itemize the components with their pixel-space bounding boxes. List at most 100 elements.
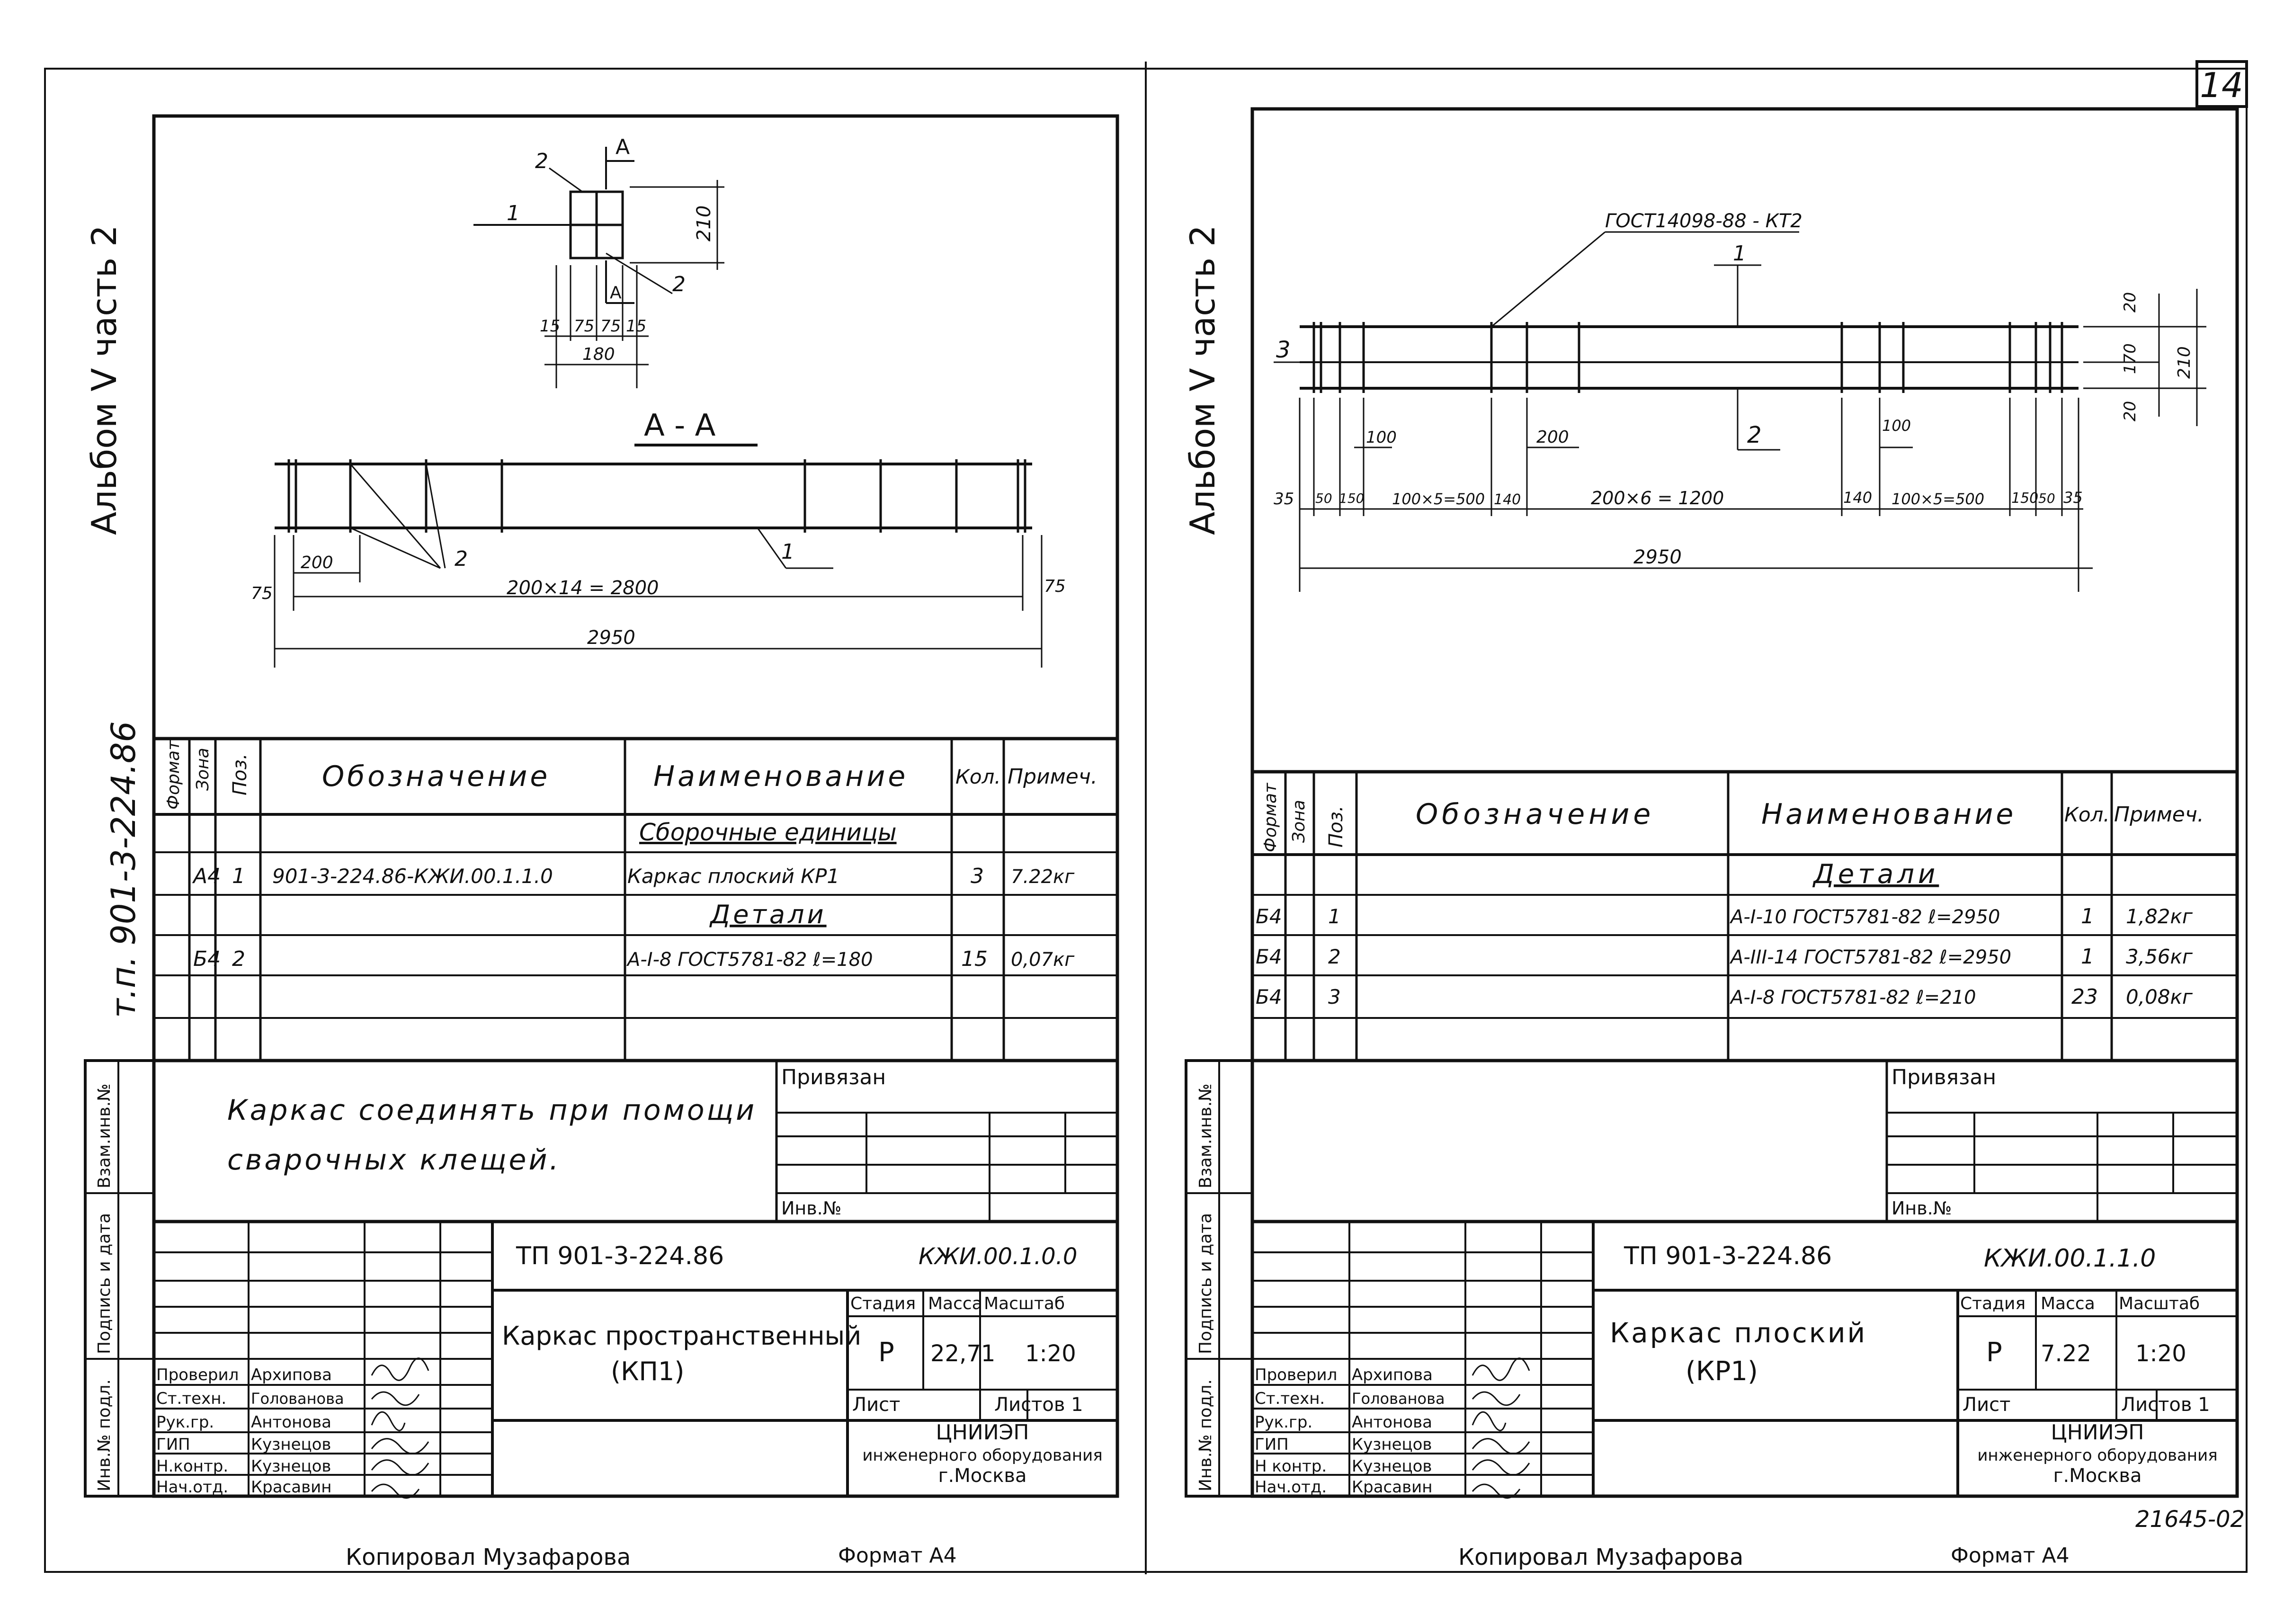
- left-row2-note: 0,07кг: [1011, 949, 1075, 971]
- left-role-5: Н.контр.: [156, 1457, 228, 1476]
- left-name-5: Кузнецов: [251, 1457, 331, 1476]
- right-dim-170: 170: [2121, 343, 2140, 374]
- right-dim-500b: 100×5=500: [1892, 490, 1984, 508]
- right-name-6: Красавин: [1352, 1478, 1432, 1497]
- left-tb-stage: Р: [878, 1337, 894, 1368]
- right-tb-scale-h: Масштаб: [2119, 1294, 2200, 1313]
- left-th-pos: Поз.: [229, 753, 251, 795]
- left-copied: Копировал Музафарова: [346, 1544, 631, 1570]
- left-dim-75a: 75: [574, 317, 594, 336]
- left-dim-180: 180: [582, 345, 615, 364]
- right-th-designation: Обозначение: [1416, 798, 1654, 831]
- left-tb-org3: г.Москва: [938, 1465, 1027, 1487]
- left-tb-sheets: Листов 1: [994, 1394, 1083, 1416]
- left-th-qty: Кол.: [955, 765, 1001, 788]
- left-row1-pos: 1: [232, 864, 245, 888]
- right-role-3: Рук.гр.: [1255, 1413, 1312, 1432]
- right-dim-200: 200: [1536, 428, 1569, 447]
- right-title-block: [1252, 1222, 2237, 1496]
- right-label-gost: ГОСТ14098-88 - КТ2: [1605, 210, 1802, 232]
- right-name-3: Антонова: [1352, 1413, 1432, 1432]
- right-label-pos3: 3: [1276, 337, 1291, 363]
- right-row2-format: Б4: [1256, 945, 1282, 968]
- left-label-pos1a: 1: [507, 201, 520, 225]
- right-row3-qty: 23: [2071, 985, 2098, 1009]
- right-dim-210: 210: [2175, 346, 2194, 379]
- right-inv-no: Инв.№: [1892, 1198, 1952, 1219]
- left-stamp-inv: Инв.№ подл.: [95, 1379, 114, 1491]
- right-dim-140a: 140: [1494, 491, 1521, 508]
- left-row1-note: 7.22кг: [1011, 866, 1075, 888]
- right-th-qty: Кол.: [2064, 803, 2110, 826]
- left-section-assemblies: Сборочные единицы: [639, 819, 897, 846]
- right-row3-format: Б4: [1256, 985, 1282, 1008]
- right-row3-pos: 3: [1328, 985, 1341, 1008]
- left-section-title: А - А: [644, 408, 716, 443]
- right-dim-35a: 35: [1274, 490, 1294, 509]
- right-dim-35b: 35: [2063, 489, 2083, 507]
- left-signatures: [371, 1357, 429, 1499]
- right-tb-org2: инженерного оборудования: [1977, 1446, 2217, 1465]
- right-plane-frame: [1274, 231, 2206, 592]
- left-tb-name1: Каркас пространственный: [502, 1321, 861, 1351]
- right-privyazan-block: [1252, 1061, 2237, 1223]
- right-section-details: Детали: [1812, 859, 1939, 890]
- left-tb-scale-h: Масштаб: [984, 1294, 1065, 1313]
- page-number: 14: [2200, 65, 2243, 105]
- left-dim-15a: 15: [540, 317, 560, 336]
- left-row1-designation: 901-3-224.86-КЖИ.00.1.1.0: [272, 865, 553, 888]
- right-name-4: Кузнецов: [1352, 1435, 1432, 1454]
- left-tb-scale: 1:20: [1025, 1340, 1076, 1367]
- left-privyazan: Привязан: [781, 1065, 886, 1089]
- left-label-pos2a: 2: [535, 149, 548, 173]
- right-privyazan: Привязан: [1892, 1065, 1996, 1089]
- right-row1-note: 1,82кг: [2126, 905, 2193, 928]
- right-tb-name1: Каркас плоский: [1610, 1317, 1867, 1349]
- left-name-6: Красавин: [251, 1478, 331, 1497]
- right-stamp-repl: Взам.инв.№: [1196, 1083, 1215, 1188]
- left-stamp-sign: Подпись и дата: [95, 1213, 114, 1354]
- left-label-cut-bottom: А: [610, 283, 622, 303]
- left-margin-project: т.п. 901-3-224.86: [104, 721, 143, 1018]
- right-role-1: Проверил: [1255, 1365, 1337, 1384]
- right-dim-50a: 50: [1315, 491, 1332, 506]
- right-role-2: Ст.техн.: [1255, 1389, 1325, 1408]
- left-th-format: Формат: [164, 740, 183, 810]
- right-tb-sheet: Лист: [1963, 1394, 2010, 1416]
- right-label-pos2: 2: [1747, 422, 1762, 448]
- right-row1-pos: 1: [1328, 905, 1341, 928]
- left-section-view: [274, 459, 1043, 668]
- right-row1-format: Б4: [1256, 905, 1282, 928]
- right-tb-org1: ЦНИИЭП: [2051, 1420, 2144, 1445]
- right-sheet: Альбом V часть 2 Инв.№ подл. Подпись и д…: [1183, 107, 2245, 1570]
- right-role-6: Нач.отд.: [1255, 1478, 1327, 1497]
- left-row2-name: А-I-8 ГОСТ5781-82 ℓ=180: [626, 949, 873, 971]
- right-th-format: Формат: [1261, 783, 1280, 852]
- right-signatures: [1472, 1357, 1530, 1499]
- right-row2-pos: 2: [1328, 945, 1341, 968]
- right-th-pos: Поз.: [1325, 805, 1347, 848]
- right-dim-500a: 100×5=500: [1392, 490, 1485, 508]
- left-row1-name: Каркас плоский КР1: [627, 865, 839, 888]
- left-stamp-repl: Взам.инв.№: [95, 1083, 114, 1188]
- right-name-1: Архипова: [1352, 1365, 1433, 1384]
- right-th-name: Наименование: [1761, 798, 2016, 831]
- left-note-line1: Каркас соединять при помощи: [227, 1094, 757, 1127]
- right-spec-table: [1252, 770, 2237, 1062]
- right-row3-note: 0,08кг: [2126, 985, 2193, 1008]
- right-row2-qty: 1: [2081, 945, 2094, 969]
- right-name-2: Голованова: [1352, 1390, 1445, 1408]
- left-dim-210: 210: [693, 205, 715, 241]
- left-role-1: Проверил: [156, 1365, 239, 1384]
- right-format: Формат А4: [1951, 1544, 2070, 1568]
- left-role-4: ГИП: [156, 1435, 190, 1454]
- left-tb-project: ТП 901-3-224.86: [516, 1242, 724, 1270]
- right-row1-qty: 1: [2081, 904, 2094, 928]
- right-tb-code: КЖИ.00.1.1.0: [1984, 1244, 2156, 1273]
- left-role-2: Ст.техн.: [156, 1389, 226, 1408]
- right-dim-150a: 150: [1339, 491, 1364, 506]
- right-tb-mass: 7.22: [2041, 1340, 2091, 1367]
- right-dim-20b: 20: [2121, 401, 2140, 421]
- right-stamp-inv: Инв.№ подл.: [1196, 1379, 1215, 1491]
